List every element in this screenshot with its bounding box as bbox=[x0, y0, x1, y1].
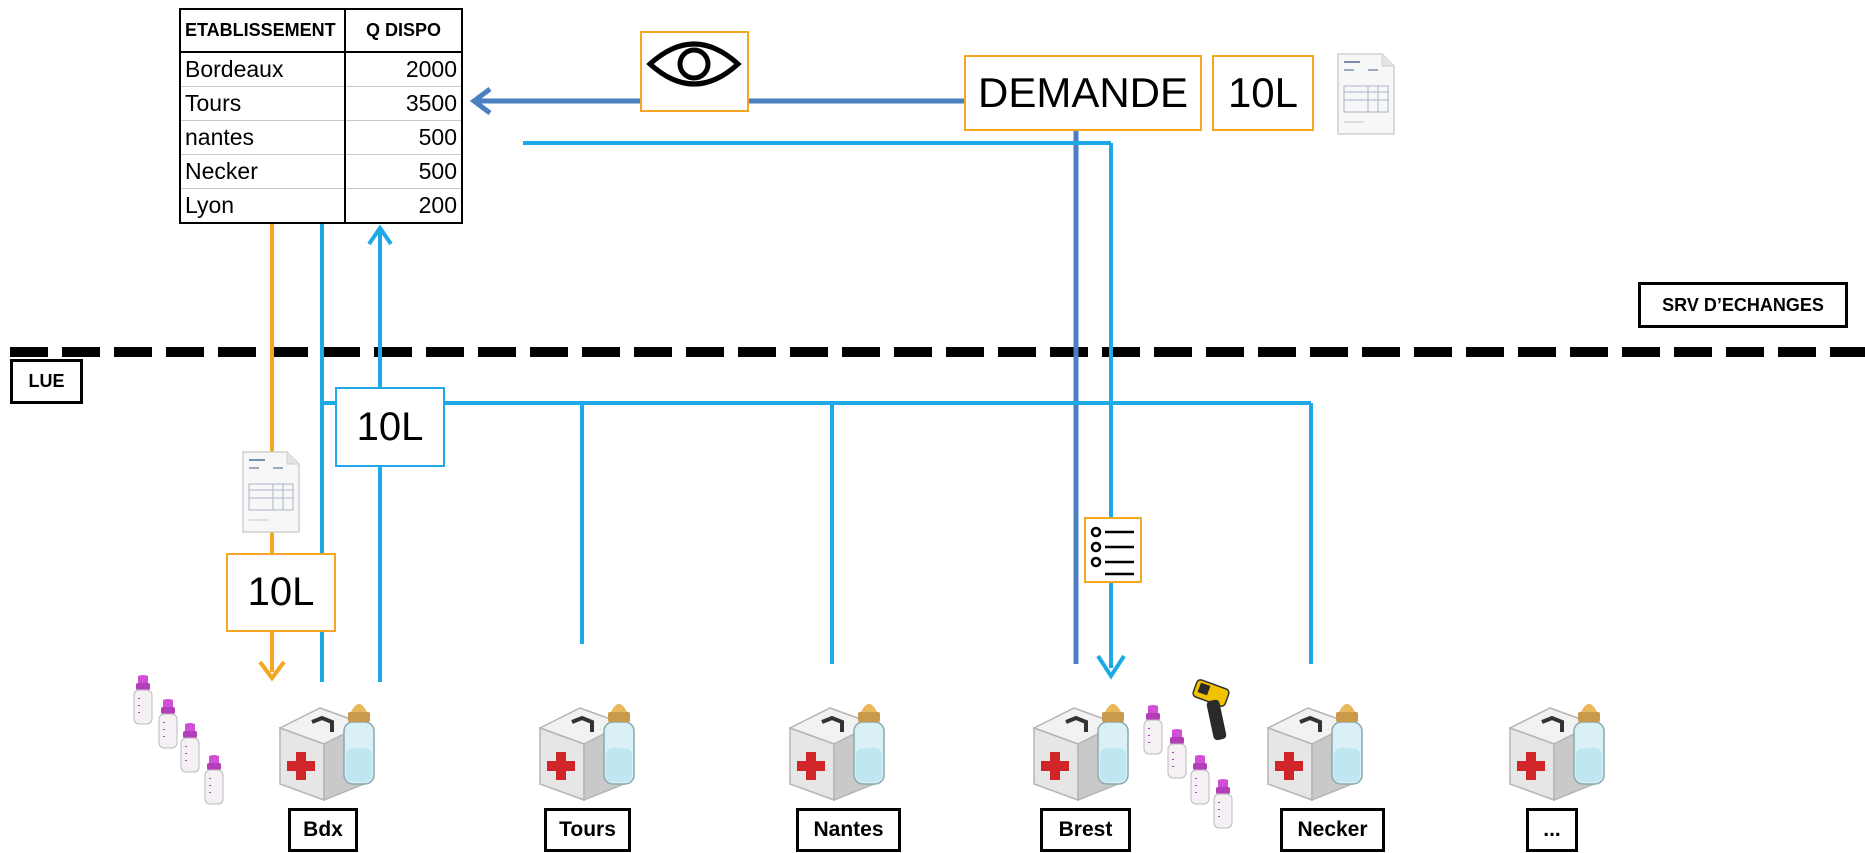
site-kit-necker-icon bbox=[1266, 702, 1364, 802]
stock-table: ETABLISSEMENT Q DISPO Bordeaux 2000 Tour… bbox=[179, 8, 463, 224]
checklist-icon[interactable] bbox=[1084, 517, 1142, 583]
site-kit-more-icon bbox=[1508, 702, 1606, 802]
site-kit-bdx-icon bbox=[278, 702, 376, 802]
etablissement-cell: Bordeaux bbox=[179, 52, 346, 87]
site-label-more[interactable]: ... bbox=[1526, 808, 1578, 852]
request-document-icon bbox=[1337, 53, 1395, 135]
etablissement-cell: Tours bbox=[179, 86, 346, 121]
table-row: Tours 3500 bbox=[179, 86, 463, 121]
qdispo-cell: 500 bbox=[344, 120, 463, 155]
bdx-document-icon bbox=[242, 451, 300, 533]
qdispo-cell: 3500 bbox=[344, 86, 463, 121]
brest-arrowhead bbox=[1096, 654, 1126, 680]
request-quantity-box[interactable]: 10L bbox=[1212, 55, 1314, 131]
table-row: Necker 500 bbox=[179, 154, 463, 189]
site-kit-nantes-icon bbox=[788, 702, 886, 802]
request-label-box[interactable]: DEMANDE bbox=[964, 55, 1202, 131]
etablissement-cell: Necker bbox=[179, 154, 346, 189]
qdispo-cell: 500 bbox=[344, 154, 463, 189]
qdispo-cell: 200 bbox=[344, 188, 463, 224]
site-label-necker[interactable]: Necker bbox=[1280, 808, 1385, 852]
transfer-quantity-box[interactable]: 10L bbox=[335, 387, 445, 467]
eye-icon[interactable] bbox=[640, 31, 749, 112]
table-row: Lyon 200 bbox=[179, 188, 463, 224]
barcode-scanner-icon bbox=[1192, 679, 1230, 741]
bdx-quantity-box[interactable]: 10L bbox=[226, 553, 336, 632]
server-zone-tag: SRV D’ECHANGES bbox=[1638, 282, 1848, 328]
site-label-nantes[interactable]: Nantes bbox=[796, 808, 901, 852]
column-header-etablissement: ETABLISSEMENT bbox=[179, 8, 346, 53]
bdx-bottles-icon bbox=[133, 674, 224, 805]
site-label-tours[interactable]: Tours bbox=[544, 808, 631, 852]
qdispo-cell: 2000 bbox=[344, 52, 463, 87]
etablissement-cell: nantes bbox=[179, 120, 346, 155]
column-header-qdispo: Q DISPO bbox=[344, 8, 463, 53]
local-zone-tag: LUE bbox=[10, 359, 83, 404]
table-to-bdx-arrowhead bbox=[258, 660, 286, 682]
eye-arrowhead bbox=[469, 87, 492, 115]
table-row: nantes 500 bbox=[179, 120, 463, 155]
etablissement-cell: Lyon bbox=[179, 188, 346, 224]
table-row: Bordeaux 2000 bbox=[179, 52, 463, 87]
bdx-declare-arrowhead bbox=[367, 224, 393, 246]
site-kit-tours-icon bbox=[538, 702, 636, 802]
site-kit-brest-icon bbox=[1032, 702, 1130, 802]
site-label-bdx[interactable]: Bdx bbox=[288, 808, 358, 852]
site-label-brest[interactable]: Brest bbox=[1040, 808, 1131, 852]
